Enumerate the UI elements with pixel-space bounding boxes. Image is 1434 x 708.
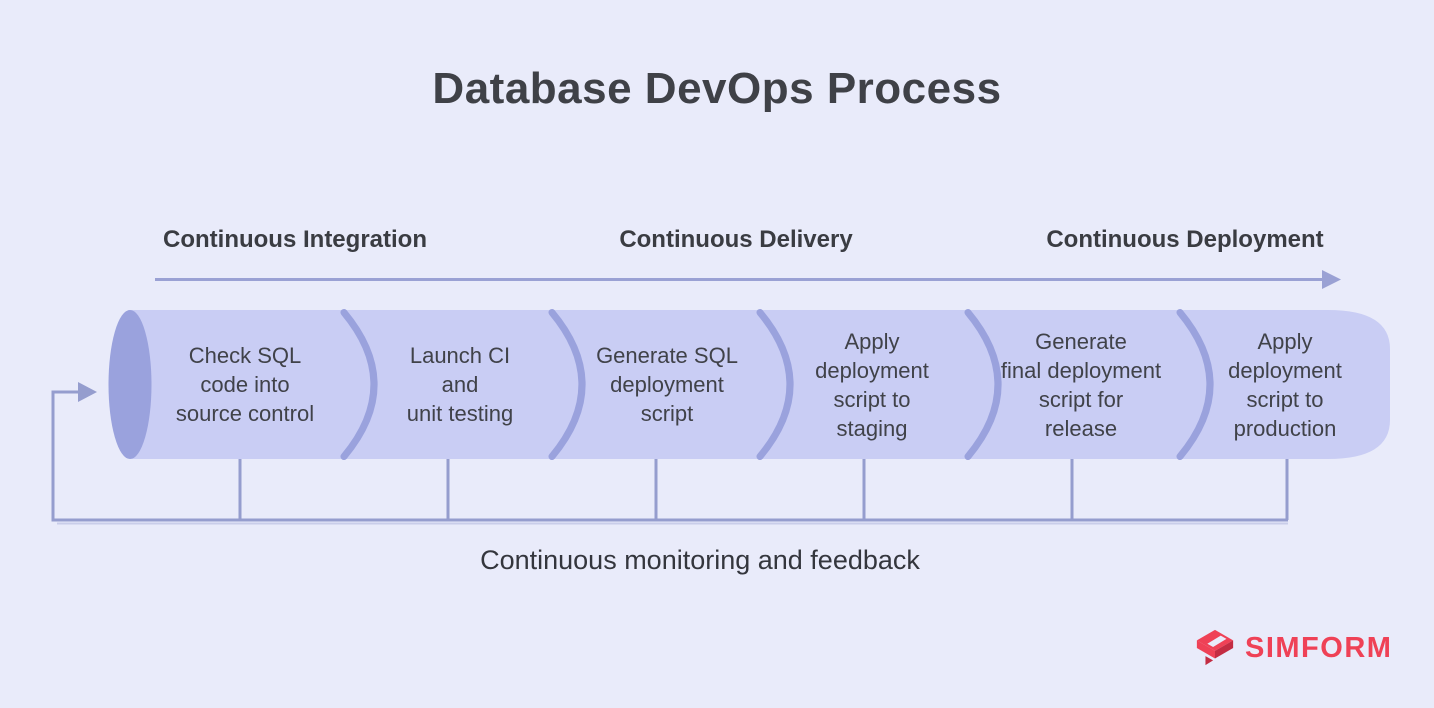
step-line: deployment xyxy=(1228,357,1342,383)
feedback-label: Continuous monitoring and feedback xyxy=(480,545,920,575)
pipeline-step-generate-final-script: Generate final deployment script for rel… xyxy=(970,310,1192,459)
phase-label-continuous-deployment: Continuous Deployment xyxy=(1046,226,1324,253)
logo-icon-left-ribbon xyxy=(1196,640,1215,659)
simform-logo-icon xyxy=(1196,629,1234,666)
segment-divider-arc-4 xyxy=(964,309,1002,460)
step-line: Launch CI xyxy=(409,343,511,368)
segment-divider-arc-1 xyxy=(340,309,378,460)
segment-divider-arc-2 xyxy=(548,309,586,460)
feedback-arrow-head-icon xyxy=(78,382,97,402)
logo-icon-slash-cut xyxy=(1207,635,1227,648)
logo-icon-tail xyxy=(1205,656,1214,666)
step-line: deployment xyxy=(610,372,724,397)
pipeline-step-launch-ci: Launch CI and unit testing xyxy=(357,310,563,459)
phase-label-continuous-integration: Continuous Integration xyxy=(163,226,427,253)
step-line: script xyxy=(640,401,694,426)
pipeline-cylinder-cap xyxy=(108,310,152,459)
step-line: staging xyxy=(836,415,908,441)
step-line: Generate xyxy=(1035,328,1127,354)
logo-icon-right-ribbon xyxy=(1215,640,1234,659)
pipeline-cylinder-body xyxy=(130,310,1390,459)
step-line: Generate SQL xyxy=(596,343,738,368)
step-line: code into xyxy=(200,372,290,397)
pipeline-step-apply-production: Apply deployment script to production xyxy=(1182,310,1388,459)
step-line: Check SQL xyxy=(188,343,302,368)
step-line: production xyxy=(1233,415,1337,441)
step-line: and xyxy=(441,372,479,397)
segment-divider-arc-3 xyxy=(756,309,794,460)
feedback-loop-line xyxy=(51,390,1289,522)
phase-arrow-head-icon xyxy=(1322,270,1341,289)
page-title: Database DevOps Process xyxy=(432,64,1002,113)
phase-label-continuous-delivery: Continuous Delivery xyxy=(619,226,853,253)
step-line: final deployment xyxy=(1000,357,1162,383)
step-line: Apply xyxy=(844,328,900,354)
step-line: script to xyxy=(833,386,911,412)
simform-logo: SIMFORM xyxy=(1194,626,1392,670)
step-line: release xyxy=(1044,415,1118,441)
simform-logo-text: SIMFORM xyxy=(1245,631,1393,664)
step-line: deployment xyxy=(815,357,929,383)
step-line: unit testing xyxy=(406,401,514,426)
segment-divider-arc-5 xyxy=(1176,309,1214,460)
pipeline-step-apply-staging: Apply deployment script to staging xyxy=(768,310,976,459)
step-line: script for xyxy=(1038,386,1124,412)
step-line: source control xyxy=(175,401,315,426)
pipeline-step-check-sql: Check SQL code into source control xyxy=(135,310,355,459)
pipeline-step-generate-sql-script: Generate SQL deployment script xyxy=(563,310,771,459)
step-line: script to xyxy=(1246,386,1324,412)
step-line: Apply xyxy=(1257,328,1313,354)
